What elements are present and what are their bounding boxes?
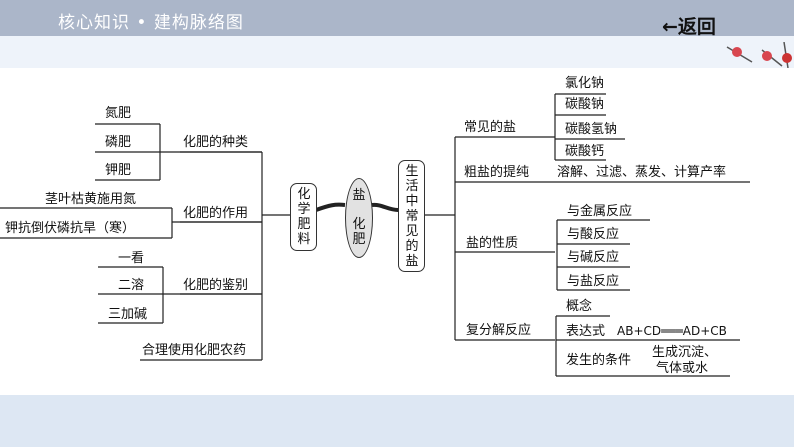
reasonable-use-label: 合理使用化肥农药 <box>142 343 247 358</box>
common-salt-label: 常见的盐 <box>464 120 517 135</box>
center-salt-text: 盐 <box>352 188 366 203</box>
purify-steps: 溶解、过滤、蒸发、计算产率 <box>557 165 727 180</box>
fertilizer-types-label: 化肥的种类 <box>183 135 249 150</box>
salt-prop-item: 与金属反应 <box>567 204 633 219</box>
salt-props-label: 盐的性质 <box>466 236 519 251</box>
salt-prop-item: 与盐反应 <box>567 274 620 289</box>
header-band <box>0 36 794 68</box>
purify-label: 粗盐的提纯 <box>464 165 530 180</box>
salt-item: 碳酸氢钠 <box>565 122 618 137</box>
condition-line-1: 生成沉淀、 <box>652 345 718 360</box>
header-bar <box>0 0 794 36</box>
expression-label: 表达式 <box>566 324 606 339</box>
fertilizer-role-item: 茎叶枯黄施用氮 <box>45 192 137 207</box>
salt-item: 碳酸钠 <box>565 97 605 112</box>
identify-label: 化肥的鉴别 <box>183 278 249 293</box>
identify-item: 三加碱 <box>108 307 148 322</box>
center-ellipse <box>345 178 373 258</box>
salt-prop-item: 与酸反应 <box>567 227 620 242</box>
condition-line-2: 气体或水 <box>656 361 709 376</box>
fertilizer-role-item: 钾抗倒伏磷抗旱（寒） <box>5 221 136 236</box>
fertilizer-type-item: 氮肥 <box>105 106 132 121</box>
salt-prop-item: 与碱反应 <box>567 250 620 265</box>
condition-label: 发生的条件 <box>566 353 632 368</box>
back-button[interactable]: ←返回 <box>662 16 716 38</box>
fertilizer-type-item: 钾肥 <box>105 163 132 178</box>
chemical-fertilizer-box: 化学肥料 <box>290 183 317 251</box>
fertilizer-type-item: 磷肥 <box>105 135 132 150</box>
salt-item: 碳酸钙 <box>565 144 605 159</box>
common-salt-box: 生活中常见的盐 <box>398 160 425 272</box>
identify-item: 一看 <box>118 251 145 266</box>
fertilizer-roles-label: 化肥的作用 <box>183 206 249 221</box>
concept-label: 概念 <box>566 299 593 314</box>
expression-formula: AB+CD═══AD+CB <box>617 324 727 338</box>
identify-item: 二溶 <box>118 278 145 293</box>
plum-blossom-decoration <box>726 42 792 68</box>
decomposition-label: 复分解反应 <box>466 323 532 338</box>
page-title: 核心知识 • 建构脉络图 <box>58 13 244 33</box>
footer-band <box>0 395 794 447</box>
salt-item: 氯化钠 <box>565 76 605 91</box>
chemical-fertilizer-text: 化学肥料 <box>297 187 311 247</box>
center-fertilizer-text: 化肥 <box>352 217 366 247</box>
common-salt-text: 生活中常见的盐 <box>405 164 419 269</box>
